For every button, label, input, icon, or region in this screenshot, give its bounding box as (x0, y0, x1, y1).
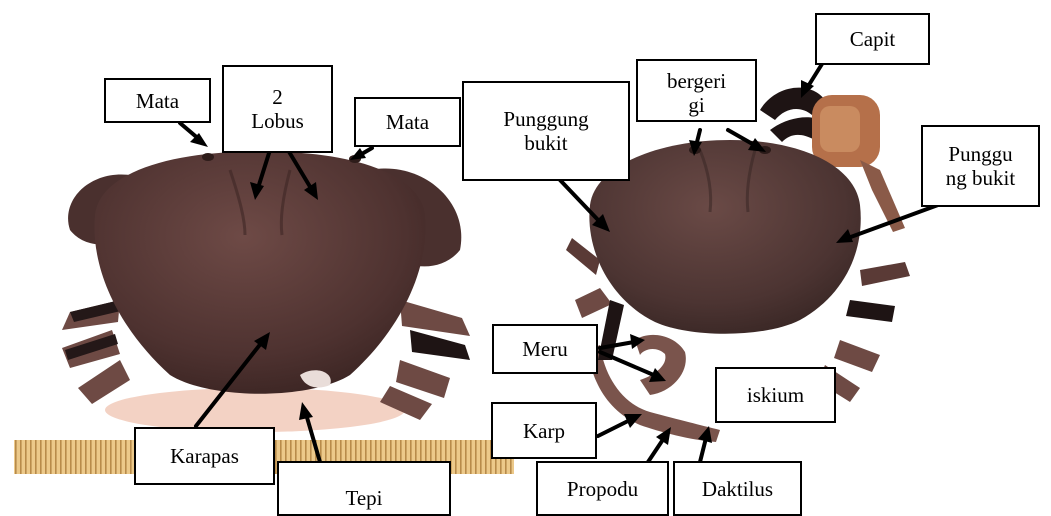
label-punggung-bukit-right: Punggu ng bukit (921, 125, 1040, 207)
label-punggung-bukit-center: Punggung bukit (462, 81, 630, 181)
label-iskium: iskium (715, 367, 836, 423)
label-karapas: Karapas (134, 427, 275, 485)
label-meru: Meru (492, 324, 598, 374)
label-daktilus: Daktilus (673, 461, 802, 516)
label-capit: Capit (815, 13, 930, 65)
label-mata-left: Mata (104, 78, 211, 123)
label-bergerigi: bergeri gi (636, 59, 757, 122)
left-crab (62, 152, 470, 432)
label-karp: Karp (491, 402, 597, 459)
label-propodu: Propodu (536, 461, 669, 516)
label-2-lobus: 2 Lobus (222, 65, 333, 153)
label-tepi: Tepi (277, 461, 451, 516)
label-mata-right: Mata (354, 97, 461, 147)
right-crab-carapace (589, 140, 860, 334)
left-crab-legs-left (62, 300, 130, 404)
